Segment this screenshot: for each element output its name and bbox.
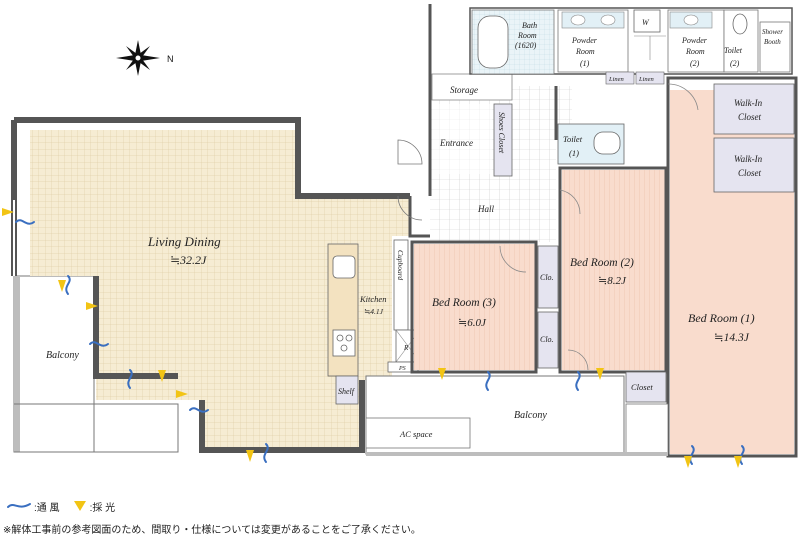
toilet-1-num: (1) — [569, 148, 579, 158]
shoes-closet-label: Shoes Closet — [497, 112, 506, 154]
hall-label: Hall — [477, 204, 495, 214]
wind-arrow-icon — [189, 407, 209, 413]
clo-2-label: Clo. — [540, 335, 554, 344]
ventilation-arrows — [15, 219, 745, 465]
bed-room-1-size: ≒14.3J — [714, 332, 750, 344]
north-label: N — [167, 54, 174, 64]
shower-label-2: Booth — [764, 38, 781, 46]
washer-label: W — [642, 18, 650, 27]
bed-room-3-label: Bed Room (3) — [432, 297, 496, 309]
washer — [633, 9, 661, 33]
legend-daylight: :採 光 — [72, 499, 116, 514]
powder-1-label-2: Room — [575, 47, 595, 56]
wind-arrow-icon — [689, 445, 695, 465]
powder-2-label: Powder — [681, 36, 708, 45]
shoes-closet — [493, 103, 513, 177]
wind-arrow-icon — [15, 219, 35, 225]
sunlight-symbol-icon — [73, 501, 86, 511]
linen-2-label: Linen — [638, 76, 654, 83]
balcony-bottom — [365, 375, 669, 456]
daylight-arrow-icon — [438, 368, 446, 380]
ac-space-label: AC space — [399, 429, 433, 439]
walk-in-closet-2 — [713, 137, 795, 193]
bath-label: Bath — [522, 21, 537, 30]
daylight-arrow-icon — [58, 280, 66, 292]
linen-1-label: Linen — [608, 76, 624, 83]
living-dining-floor — [30, 130, 410, 450]
living-dining-size: ≒32.2J — [170, 253, 207, 267]
walk-in-1-label: Walk-In — [734, 98, 763, 108]
wind-arrow-icon — [485, 371, 491, 391]
bed-room-2-size: ≒8.2J — [598, 275, 627, 287]
legend-daylight-label: :採 光 — [89, 502, 116, 514]
wind-arrow-icon — [89, 341, 109, 347]
daylight-arrow-icon — [86, 302, 98, 310]
walk-in-2-label: Walk-In — [734, 154, 763, 164]
shower-booth — [759, 21, 791, 73]
closet-label: Closet — [631, 382, 653, 392]
linen-1 — [605, 71, 635, 85]
wind-arrow-icon — [65, 275, 71, 295]
wind-arrow-icon — [127, 369, 133, 389]
walk-in-1-label-2: Closet — [738, 112, 762, 122]
daylight-arrow-icon — [246, 450, 254, 462]
walk-in-closet-1 — [713, 83, 795, 135]
balcony-left-label: Balcony — [46, 350, 79, 361]
daylight-arrow-icon — [176, 390, 188, 398]
toilet-2-num: (2) — [730, 59, 740, 68]
bed-room-2-floor — [562, 170, 666, 370]
daylight-arrow-icon — [158, 370, 166, 382]
toilet-1 — [557, 123, 625, 165]
daylight-arrow-icon — [596, 368, 604, 380]
daylight-arrow-icon — [734, 456, 742, 468]
bath-label-2: Room — [517, 31, 537, 40]
balcony-bottom-label: Balcony — [514, 410, 547, 421]
bed-room-2-label: Bed Room (2) — [570, 257, 634, 269]
hall-walls — [408, 4, 558, 244]
ps-mark: PS — [398, 366, 406, 372]
legend-ventilation-label: :通 風 — [34, 502, 60, 514]
toilet-1-label: Toilet — [563, 134, 583, 144]
powder-1-num: (1) — [580, 59, 590, 68]
powder-1-label: Powder — [571, 36, 598, 45]
daylight-arrows — [2, 208, 742, 468]
shelf — [335, 375, 359, 405]
bed-room-3-floor — [414, 244, 536, 370]
r-mark: R — [403, 344, 409, 352]
linen-2 — [635, 71, 665, 85]
closet-clo-2 — [537, 311, 559, 369]
bed-room-3-size: ≒6.0J — [458, 317, 487, 329]
wind-arrow-icon — [263, 443, 269, 463]
entrance-label: Entrance — [439, 138, 473, 148]
clo-1-label: Clo. — [540, 273, 554, 282]
shower-label: Shower — [762, 28, 783, 36]
wind-arrow-icon — [575, 371, 581, 391]
legend-ventilation: :通 風 — [6, 499, 60, 514]
cupboard-label: Cupboard — [396, 250, 405, 280]
compass-rose-icon — [116, 40, 160, 76]
closet — [625, 371, 667, 403]
toilet-2-bowl-icon — [732, 13, 748, 35]
legend: :通 風 :採 光 — [6, 497, 127, 515]
daylight-arrow-icon — [2, 208, 14, 216]
shelf-label: Shelf — [338, 387, 356, 396]
powder-2-num: (2) — [690, 59, 700, 68]
kitchen-label: Kitchen — [359, 294, 386, 304]
bed-room-1-label: Bed Room (1) — [688, 311, 755, 325]
wind-symbol-icon — [7, 503, 31, 508]
kitchen-size: ≒4.1J — [364, 307, 384, 316]
disclaimer-note: ※解体工事前の参考図面のため、間取り・仕様については変更があることをご了承くださ… — [3, 525, 421, 536]
closet-clo-1 — [537, 245, 559, 309]
daylight-arrow-icon — [684, 456, 692, 468]
wind-arrow-icon — [739, 445, 745, 465]
bath-size: (1620) — [515, 41, 537, 50]
powder-2-label-2: Room — [685, 47, 705, 56]
living-dining-label: Living Dining — [147, 234, 221, 249]
toilet-2-label: Toilet — [724, 46, 743, 55]
walk-in-2-label-2: Closet — [738, 168, 762, 178]
storage-label: Storage — [450, 85, 478, 95]
ldk-exterior-wall — [11, 117, 410, 453]
